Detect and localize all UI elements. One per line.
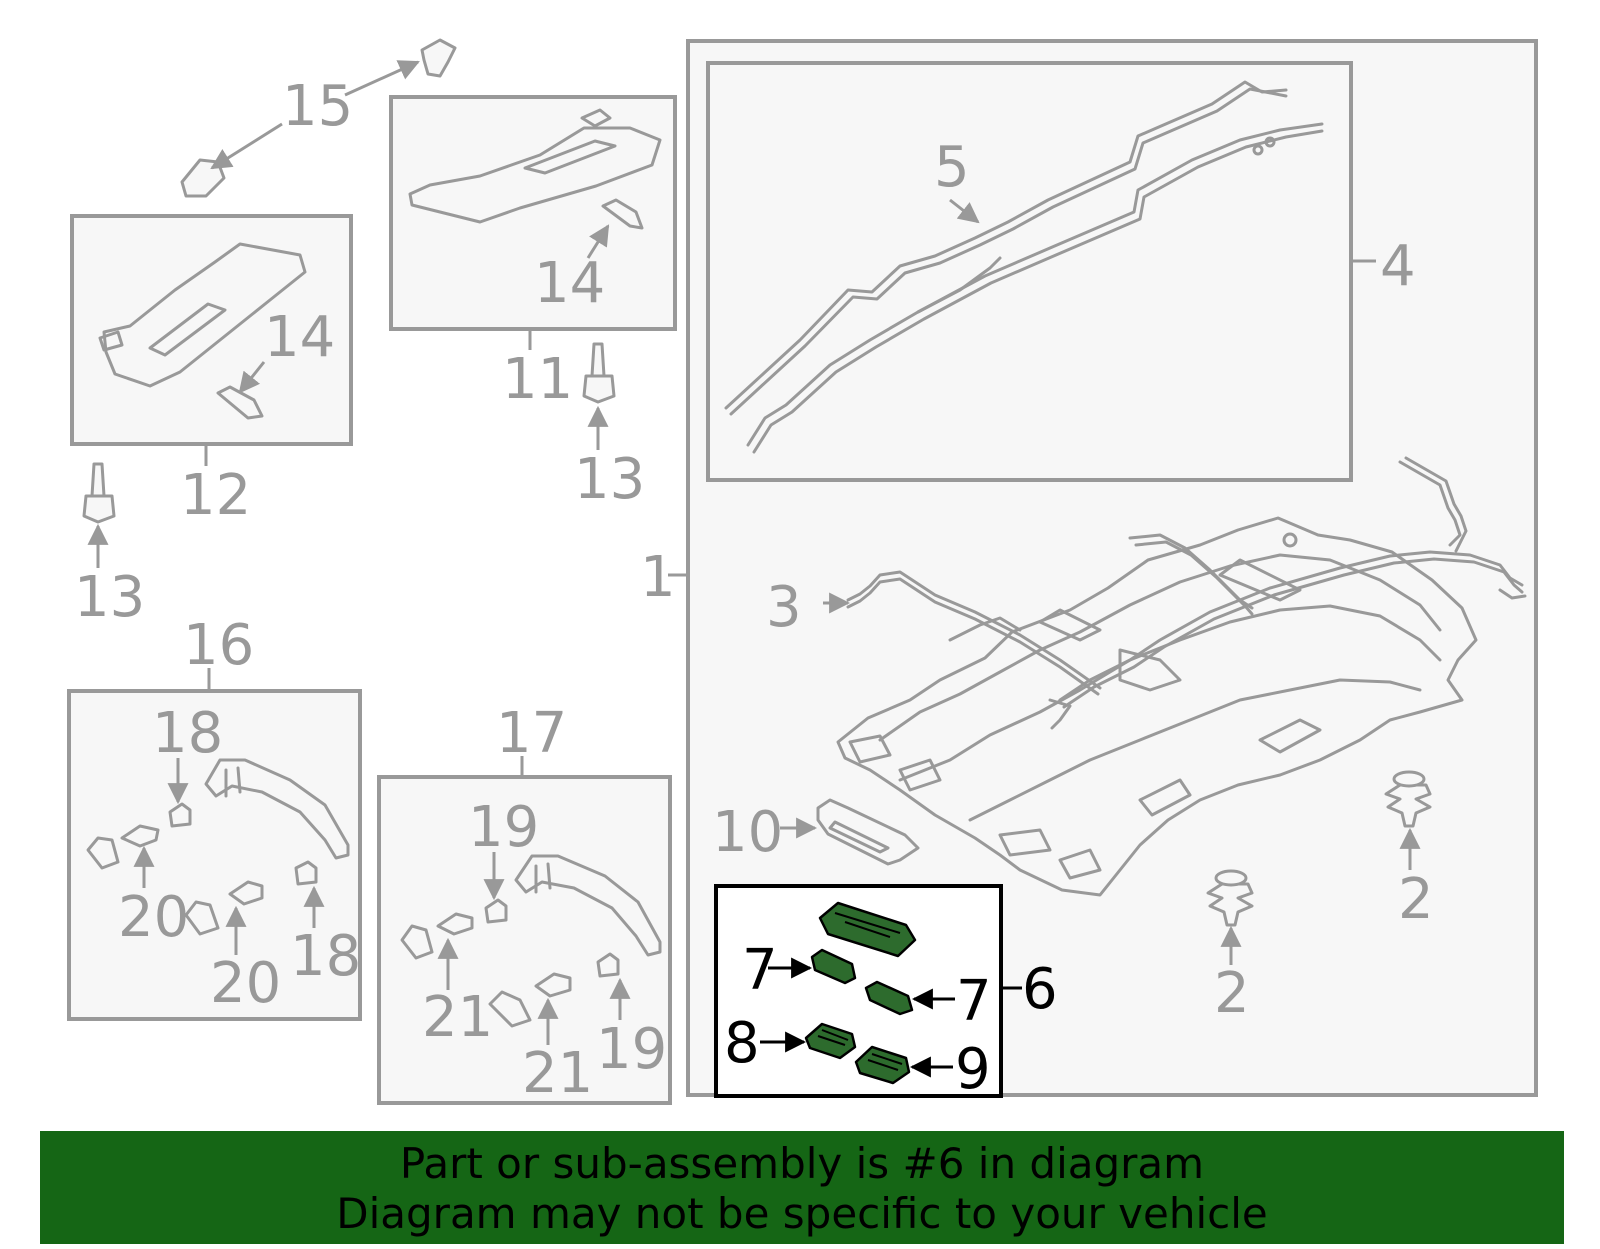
callout-21a: 21 [422,985,493,1050]
part-17-grab-handle [514,854,662,957]
wire-harness-part [724,80,1324,454]
callout-14a: 14 [534,251,605,316]
callout-13a: 13 [74,565,145,630]
headliner-harness [846,456,1527,730]
part-20-cover-upper [86,824,160,870]
clip-part-2b [1384,770,1432,828]
callout-19a: 19 [468,795,539,860]
callout-2a: 2 [1214,961,1250,1026]
headliner-panel [836,516,1478,897]
callout-15: 15 [282,74,353,139]
banner-line-1: Part or sub-assembly is #6 in diagram [399,1139,1205,1188]
part-21-cover-lower [488,972,572,1028]
part-11-sun-visor [408,108,662,224]
callout-16: 16 [183,613,254,678]
callout-3: 3 [766,575,802,640]
callout-10: 10 [712,800,783,865]
part-19-cap-upper [484,898,508,924]
callout-9: 9 [955,1037,991,1102]
wire-harness-box [706,61,1353,482]
callout-20b: 20 [210,951,281,1016]
callout-8: 8 [724,1011,760,1076]
part-14-clip-right [601,198,644,230]
part-8-lamp [804,1022,857,1060]
banner-line-2: Diagram may not be specific to your vehi… [336,1189,1268,1238]
callout-11: 11 [502,347,573,412]
callout-6: 6 [1022,957,1058,1022]
part-20-cover-lower [184,880,264,936]
callout-19b: 19 [596,1017,667,1082]
part-21-cover-upper [400,912,474,960]
part-7-lens-left [810,948,857,985]
callout-17: 17 [496,701,567,766]
part-16-grab-handle [204,758,350,860]
callout-13b: 13 [574,447,645,512]
callout-5: 5 [934,135,970,200]
callout-1: 1 [640,545,676,610]
callout-4: 4 [1380,234,1416,299]
callout-2b: 2 [1398,867,1434,932]
callout-21b: 21 [522,1041,593,1106]
callout-20a: 20 [118,885,189,950]
callout-18a: 18 [152,701,223,766]
part-6-lamp-assembly [818,901,917,958]
part-18-cap-upper [168,802,192,828]
part-9-lamp [854,1045,911,1085]
callout-7a: 7 [742,938,778,1003]
part-7-lens-right [864,980,914,1016]
info-banner: Part or sub-assembly is #6 in diagram Di… [40,1131,1564,1244]
part-14-clip-left [216,385,264,420]
part-13-bolt-left [82,462,116,524]
part-15-clip-top [420,38,457,78]
part-19-cap-lower [596,952,620,978]
part-18-cap-lower [294,860,318,886]
callout-18b: 18 [290,924,361,989]
callout-14b: 14 [264,305,335,370]
part-10-lamp [816,798,920,866]
clip-part-2a [1206,869,1254,927]
part-12-sun-visor [98,242,307,388]
callout-7b: 7 [956,969,992,1034]
part-13-bolt-right [582,342,616,404]
callout-12: 12 [180,463,251,528]
